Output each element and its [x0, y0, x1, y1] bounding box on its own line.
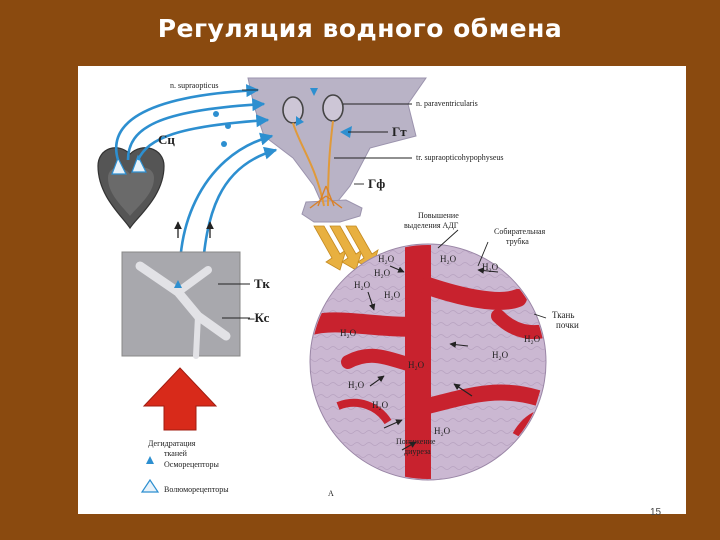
label-n-supraopticus: n. supraopticus [170, 81, 218, 90]
hypothalamus [247, 77, 427, 207]
label-collecting-line1: Собирательная [494, 227, 546, 236]
svg-text:H₂O: H₂O [434, 426, 451, 436]
diagram-panel: H₂O H₂O H₂O H₂O H₂O H₂O H₂O H₂O H₂O H₂O … [78, 66, 686, 514]
svg-text:H₂O: H₂O [378, 254, 395, 264]
label-ks: –Кс [247, 310, 270, 325]
supraopticohypophyseal-tract [292, 120, 343, 209]
pituitary-gland [301, 199, 363, 223]
water-labels: H₂O H₂O H₂O H₂O H₂O H₂O H₂O H₂O H₂O H₂O … [340, 254, 541, 436]
osmoreceptor-marker [310, 88, 318, 96]
leader-lines [218, 89, 547, 319]
svg-text:H₂O: H₂O [492, 350, 509, 360]
svg-text:H₂O: H₂O [384, 290, 401, 300]
label-collecting-line2: трубка [506, 237, 529, 246]
tissue-block [121, 251, 241, 359]
svg-text:H₂O: H₂O [374, 268, 391, 278]
slide-title: Регуляция водного обмена [157, 14, 563, 43]
label-tissue-line2: почки [556, 320, 579, 330]
capillary [135, 261, 231, 341]
svg-text:H₂O: H₂O [354, 280, 371, 290]
kidney-tissue-circle: H₂O H₂O H₂O H₂O H₂O H₂O H₂O H₂O H₂O H₂O … [309, 243, 547, 481]
volumoreceptor-marker [111, 156, 127, 175]
osmoreceptor-marker [174, 280, 182, 288]
label-diuresis-line2: диуреза [404, 447, 431, 456]
label-dehydration-line1: Дегидратация [148, 439, 196, 448]
legend: Осморецепторы Волюморецепторы [140, 456, 229, 494]
svg-text:H₂O: H₂O [340, 328, 357, 338]
legend-volumoreceptor-icon [140, 478, 160, 493]
svg-text:H₂O: H₂O [440, 254, 457, 264]
label-adh-line2: выделения АДГ [404, 221, 459, 230]
label-dehydration-line2: тканей [164, 449, 188, 458]
label-sc: Сц [158, 132, 175, 147]
figure-letter: А [328, 489, 334, 498]
legend-osmoreceptor-icon [146, 456, 154, 464]
paraventricular-nucleus [322, 94, 344, 122]
water-reabsorption-arrows [367, 265, 499, 451]
label-gf: Гф [368, 176, 385, 191]
legend-osmoreceptors: Осморецепторы [164, 460, 219, 469]
volumoreceptor-marker [131, 154, 147, 173]
heart [97, 147, 165, 230]
osmoreceptor-marker [340, 126, 352, 138]
label-tissue-line1: Ткань [552, 310, 574, 320]
label-n-paraventricularis: n. paraventricularis [416, 99, 478, 108]
legend-volumoreceptors: Волюморецепторы [164, 485, 229, 494]
label-diuresis-line1: Понижение [396, 437, 436, 446]
svg-text:H₂O: H₂O [408, 360, 425, 370]
upward-arrows [174, 221, 214, 238]
label-tk: Тк [254, 276, 270, 291]
water-regulation-diagram: H₂O H₂O H₂O H₂O H₂O H₂O H₂O H₂O H₂O H₂O … [97, 77, 579, 498]
svg-text:H₂O: H₂O [524, 334, 541, 344]
svg-text:H₂O: H₂O [482, 262, 499, 272]
svg-text:H₂O: H₂O [372, 400, 389, 410]
label-gt: Гт [392, 124, 407, 139]
label-adh-line1: Повышение [418, 211, 459, 220]
svg-text:H₂O: H₂O [348, 380, 365, 390]
dehydration-arrow [142, 367, 218, 431]
osmoreceptor-marker [296, 116, 304, 126]
page-number: 15 [650, 507, 662, 518]
label-tr-supraopticohypophyseus: tr. supraopticohypophyseus [416, 153, 504, 162]
